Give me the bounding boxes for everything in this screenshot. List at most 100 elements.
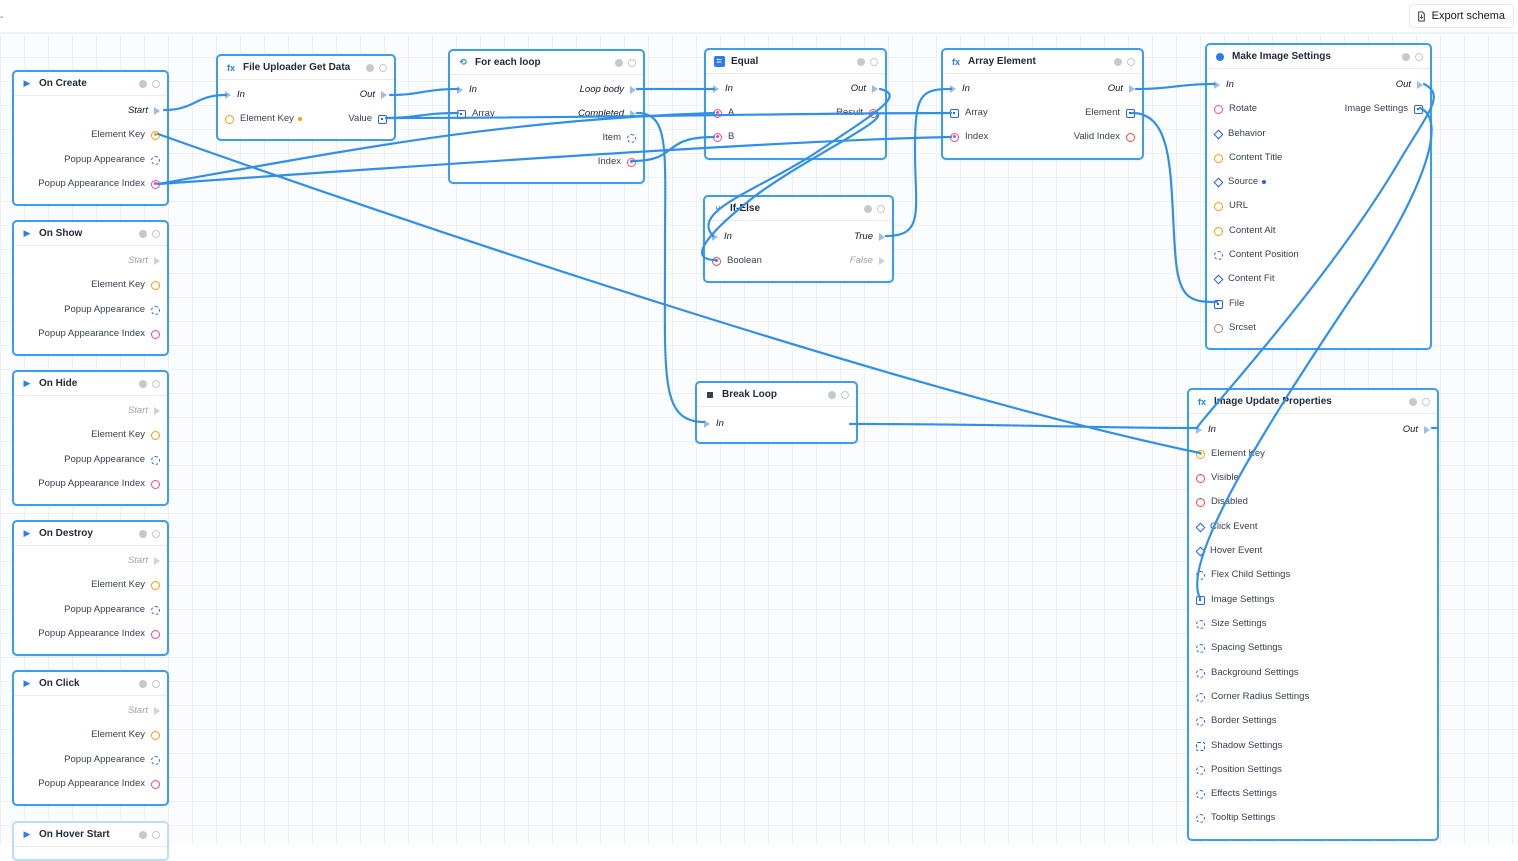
port-hover-event[interactable]: Hover Event — [1195, 544, 1262, 558]
node-file-uploader-get-data[interactable]: fx File Uploader Get Data In Out Element… — [216, 54, 396, 141]
port-boolean[interactable]: Boolean — [712, 254, 762, 268]
string-port-icon[interactable] — [151, 130, 160, 140]
object-port-icon[interactable] — [1196, 716, 1205, 726]
comment-icon[interactable] — [1127, 57, 1135, 66]
exec-out-icon[interactable] — [154, 707, 160, 715]
port-element-key[interactable]: Element Key — [91, 728, 160, 742]
exec-in-icon[interactable] — [457, 86, 463, 94]
port-true[interactable]: True — [854, 230, 885, 244]
comment-icon[interactable] — [152, 379, 160, 388]
help-icon[interactable] — [139, 379, 147, 388]
node-header[interactable]: Break Loop — [697, 383, 856, 407]
port-start[interactable]: Start — [128, 554, 160, 568]
exec-out-icon[interactable] — [630, 86, 636, 94]
node-on-click[interactable]: ▶ On Click Start Element Key Popup Appea… — [12, 670, 169, 806]
port-array[interactable]: Array — [457, 107, 495, 121]
object-port-icon[interactable] — [151, 455, 160, 465]
exec-in-icon[interactable] — [704, 420, 710, 428]
number-port-icon[interactable] — [950, 132, 959, 142]
port-size-settings[interactable]: Size Settings — [1196, 617, 1266, 631]
help-icon[interactable] — [1114, 57, 1122, 66]
node-header[interactable]: ⑂ If-Else — [705, 197, 892, 221]
exec-out-icon[interactable] — [872, 85, 878, 93]
help-icon[interactable] — [1402, 52, 1410, 61]
node-break-loop[interactable]: Break Loop In — [695, 381, 858, 444]
comment-icon[interactable] — [152, 229, 160, 238]
port-content-alt[interactable]: Content Alt — [1214, 224, 1275, 238]
help-icon[interactable] — [1409, 397, 1417, 406]
string-port-icon[interactable] — [1214, 201, 1223, 211]
node-header[interactable]: ▶ On Destroy — [14, 522, 167, 546]
port-completed[interactable]: Completed — [578, 107, 636, 121]
object-port-icon[interactable] — [151, 605, 160, 615]
port-start[interactable]: Start — [128, 404, 160, 418]
help-icon[interactable] — [139, 529, 147, 538]
event-port-icon[interactable] — [1195, 546, 1206, 556]
port-corner-radius-settings[interactable]: Corner Radius Settings — [1196, 690, 1309, 704]
number-port-icon[interactable] — [713, 132, 722, 142]
node-array-element[interactable]: fx Array Element In Out Array Element In… — [941, 48, 1144, 160]
port-spacing-settings[interactable]: Spacing Settings — [1196, 641, 1282, 655]
node-on-show[interactable]: ▶ On Show Start Element Key Popup Appear… — [12, 220, 169, 356]
port-result[interactable]: Result — [836, 106, 878, 120]
array-port-icon[interactable] — [457, 109, 466, 119]
node-if-else[interactable]: ⑂ If-Else In True Boolean False — [703, 195, 894, 283]
help-icon[interactable] — [366, 63, 374, 72]
object-port-icon[interactable] — [1196, 668, 1205, 678]
node-header[interactable]: ⟲ For each loop — [450, 51, 643, 75]
object-port-icon[interactable] — [1196, 813, 1205, 823]
port-array[interactable]: Array — [950, 106, 988, 120]
help-icon[interactable] — [615, 58, 623, 67]
help-icon[interactable] — [139, 79, 147, 88]
node-header[interactable]: ▶ On Create — [14, 72, 167, 96]
port-srcset[interactable]: Srcset — [1214, 321, 1256, 335]
exec-out-icon[interactable] — [381, 91, 387, 99]
port-start[interactable]: Start — [128, 104, 160, 118]
port-content-position[interactable]: Content Position — [1214, 248, 1299, 262]
exec-out-icon[interactable] — [879, 257, 885, 265]
object-port-icon[interactable] — [1126, 108, 1135, 118]
comment-icon[interactable] — [152, 679, 160, 688]
port-popup-appearance-index[interactable]: Popup Appearance Index — [38, 327, 160, 341]
number-port-icon[interactable] — [1214, 104, 1223, 114]
port-popup-appearance[interactable]: Popup Appearance — [64, 153, 160, 167]
help-icon[interactable] — [857, 57, 865, 66]
node-on-hover-start[interactable]: ▶ On Hover Start — [12, 821, 169, 861]
comment-icon[interactable] — [1415, 52, 1423, 61]
export-schema-button[interactable]: Export schema — [1408, 4, 1514, 28]
port-shadow-settings[interactable]: Shadow Settings — [1196, 739, 1282, 753]
node-header[interactable]: fx Array Element — [943, 50, 1142, 74]
boolean-port-icon[interactable] — [1126, 132, 1135, 142]
object-port-icon[interactable] — [1196, 643, 1205, 653]
number-port-icon[interactable] — [151, 179, 160, 189]
port-item[interactable]: Item — [603, 131, 636, 145]
port-valid-index[interactable]: Valid Index — [1074, 130, 1135, 144]
object-port-icon[interactable] — [151, 155, 160, 165]
port-element-key[interactable]: Element Key — [91, 428, 160, 442]
port-url[interactable]: URL — [1214, 199, 1248, 213]
enum-port-icon[interactable] — [1213, 177, 1224, 187]
port-element-key[interactable]: Element Key — [91, 578, 160, 592]
object-port-icon[interactable] — [151, 755, 160, 765]
node-on-destroy[interactable]: ▶ On Destroy Start Element Key Popup App… — [12, 520, 169, 656]
string-port-icon[interactable] — [1214, 226, 1223, 236]
node-header[interactable]: ▶ On Show — [14, 222, 167, 246]
object-port-icon[interactable] — [151, 305, 160, 315]
enum-port-icon[interactable] — [1213, 274, 1224, 284]
node-header[interactable]: fx Image Update Properties — [1189, 390, 1437, 414]
comment-icon[interactable] — [1422, 397, 1430, 406]
exec-out-icon[interactable] — [1417, 81, 1423, 89]
port-element-key[interactable]: Element Key — [1196, 447, 1265, 461]
port-out[interactable]: Out — [1403, 423, 1430, 437]
exec-out-icon[interactable] — [630, 110, 636, 118]
exec-in-icon[interactable] — [950, 85, 956, 93]
port-click-event[interactable]: Click Event — [1195, 520, 1258, 534]
enum-port-icon[interactable] — [1213, 129, 1224, 139]
comment-icon[interactable] — [628, 58, 636, 67]
port-file[interactable]: File — [1214, 297, 1244, 311]
port-out[interactable]: Out — [360, 88, 387, 102]
boolean-port-icon[interactable] — [712, 256, 721, 266]
port-popup-appearance-index[interactable]: Popup Appearance Index — [38, 627, 160, 641]
exec-in-icon[interactable] — [1196, 426, 1202, 434]
object-port-icon[interactable] — [1196, 619, 1205, 629]
